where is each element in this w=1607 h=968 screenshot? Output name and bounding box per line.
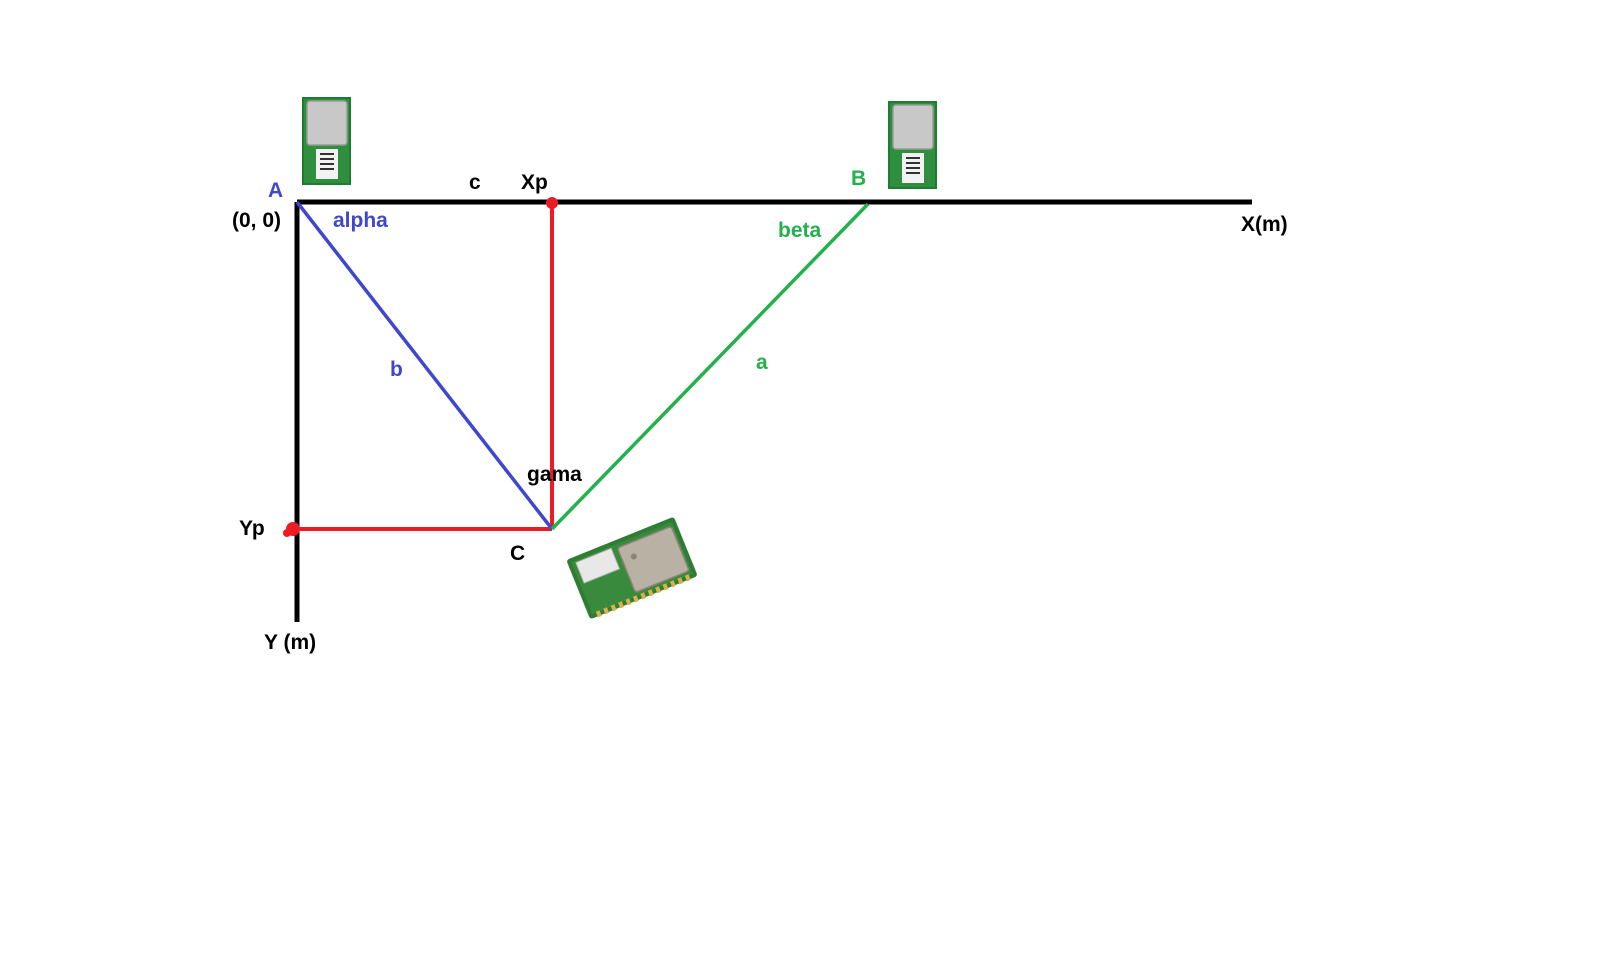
side-a-line [550, 202, 870, 531]
xp-label: Xp [521, 171, 548, 194]
alpha-label: alpha [333, 209, 388, 232]
point-c-label: C [510, 542, 526, 565]
side-b-label: b [390, 358, 403, 381]
point-b-label: B [851, 167, 867, 190]
side-c-label: c [469, 171, 481, 194]
gama-label: gama [527, 463, 582, 486]
anchor-b-module-icon [888, 101, 937, 189]
yp-marker-dot [283, 529, 291, 537]
x-axis-label: X(m) [1241, 213, 1288, 236]
side-a-label: a [756, 351, 768, 374]
y-axis-label: Y (m) [264, 631, 317, 654]
tag-c-module-icon [567, 517, 697, 619]
side-b-line [295, 200, 554, 531]
xp-marker [546, 197, 558, 209]
yp-label: Yp [239, 517, 265, 540]
anchor-a-module-icon [302, 97, 351, 185]
beta-label: beta [778, 219, 822, 242]
point-a-label: A [268, 179, 284, 202]
origin-label: (0, 0) [232, 209, 282, 232]
